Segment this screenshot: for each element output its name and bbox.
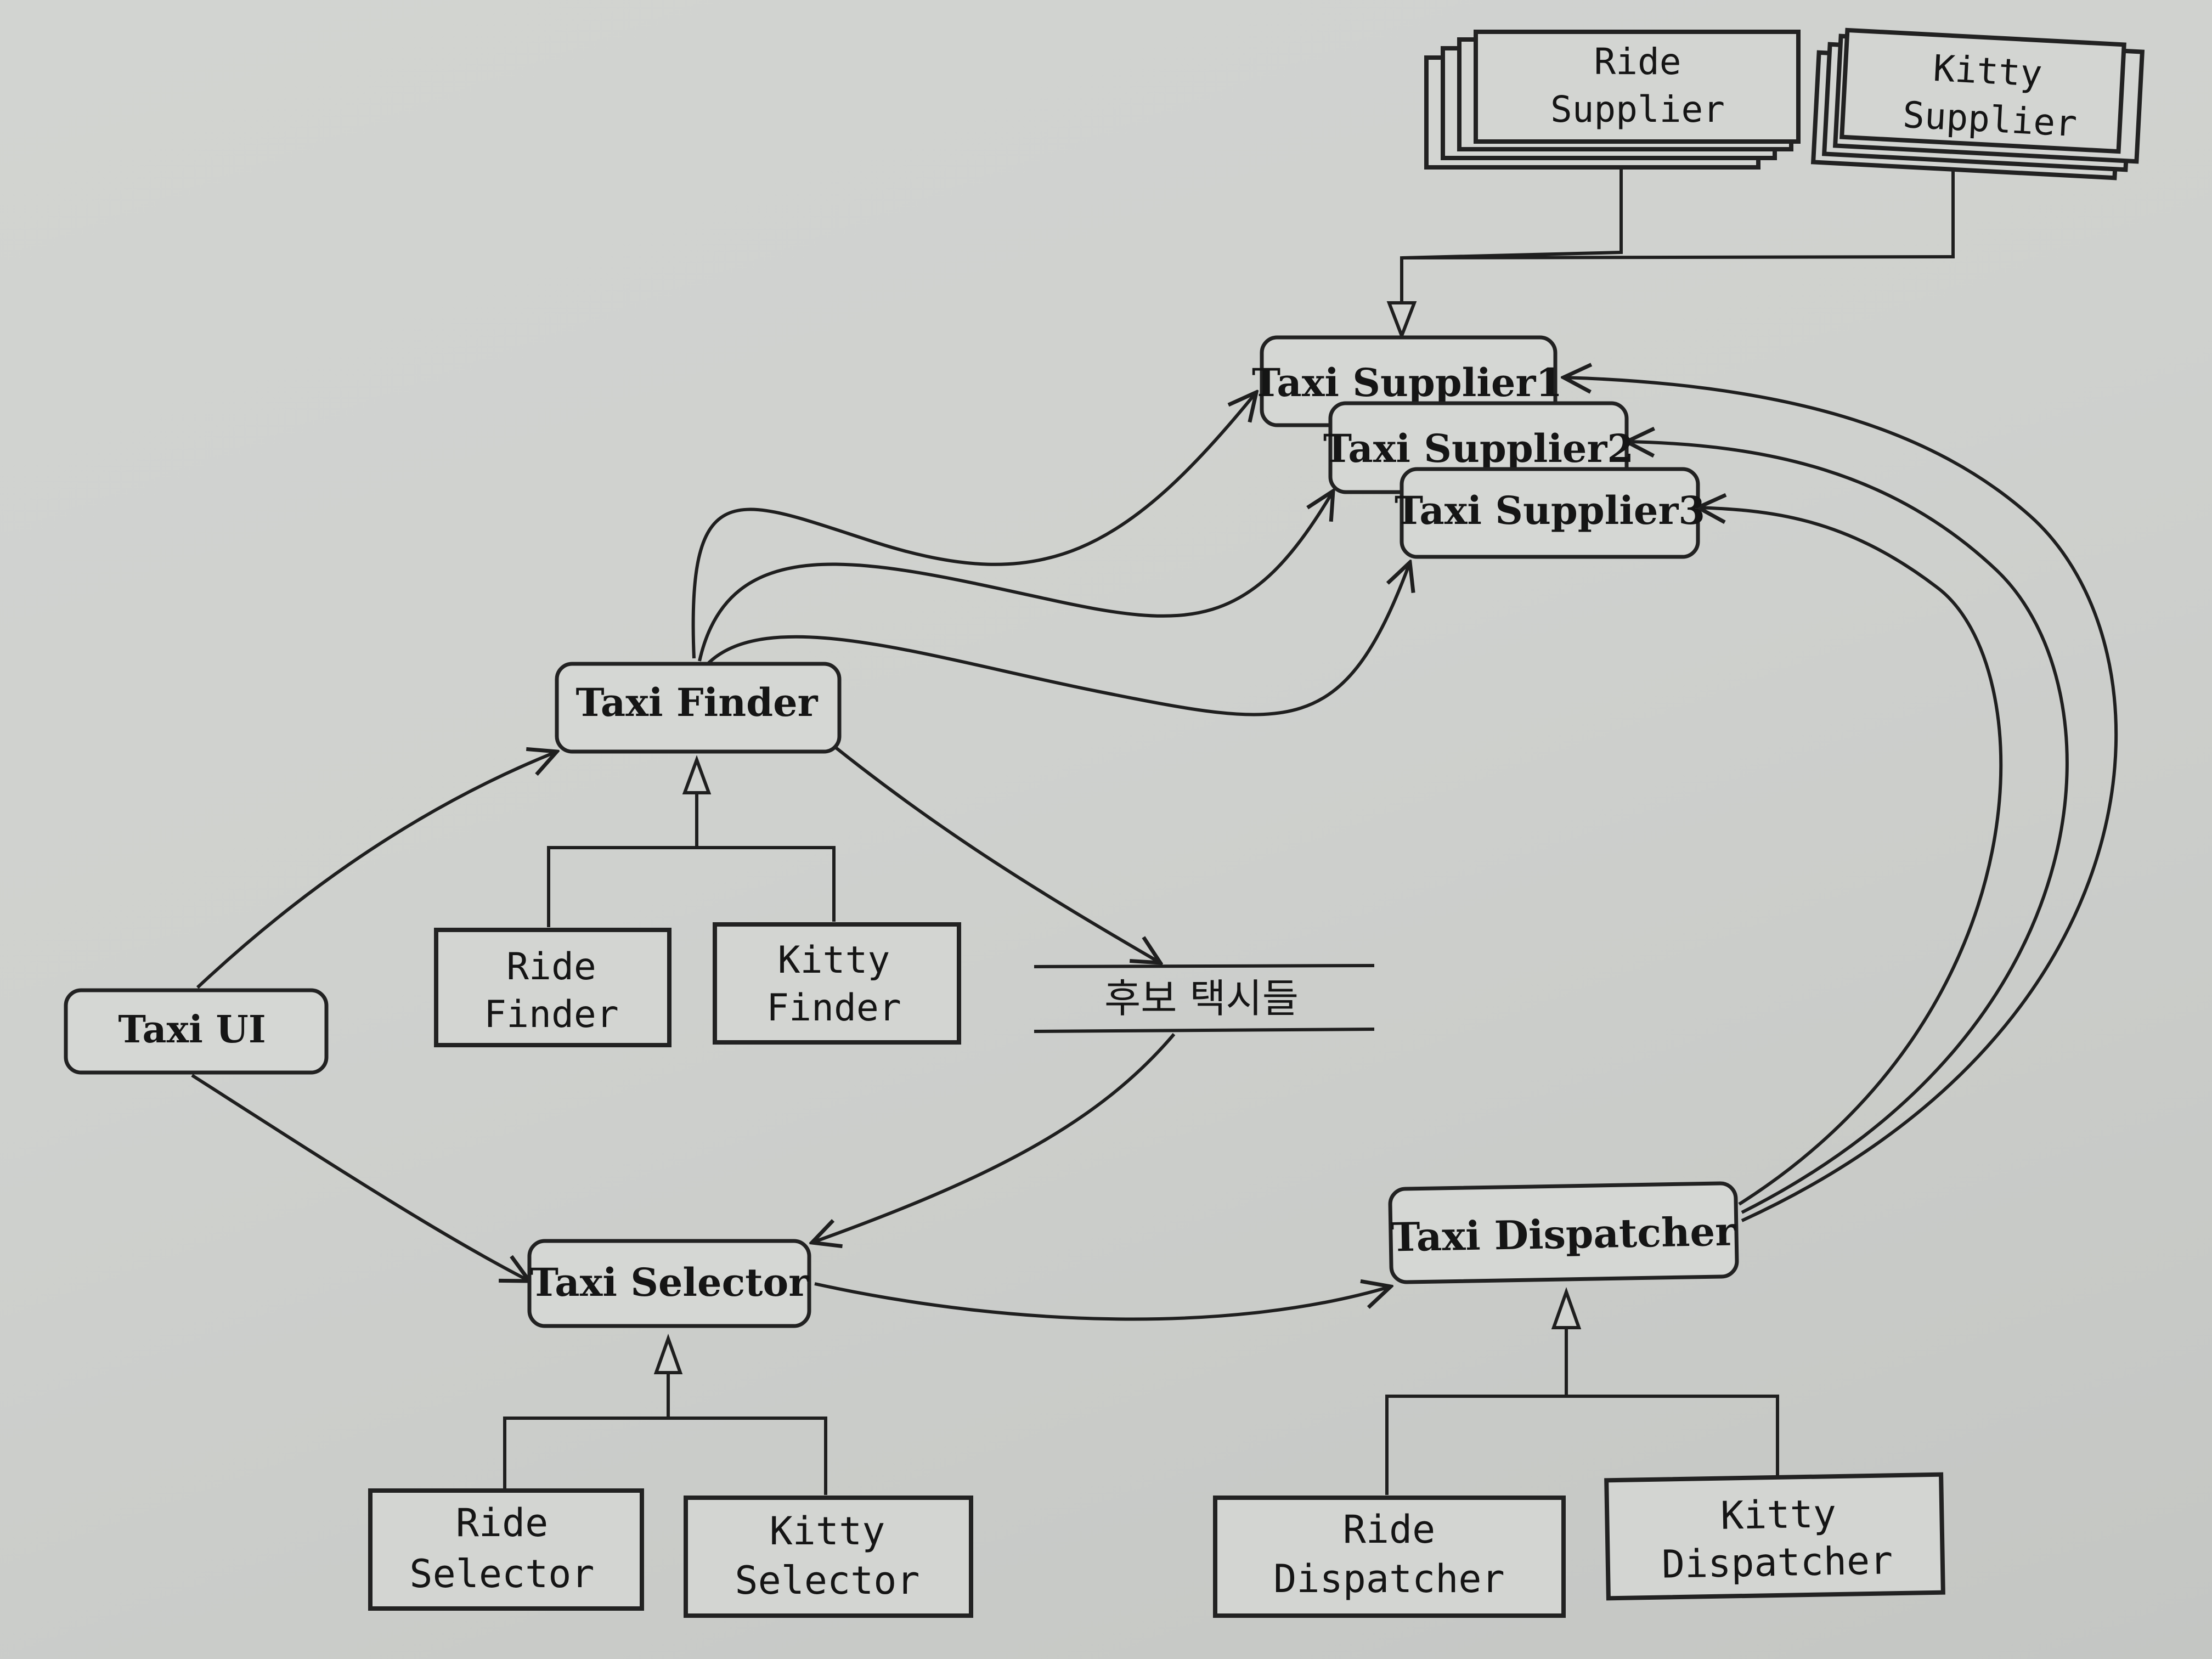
- candidate-taxis-store: 후보 택시들: [1034, 964, 1375, 1033]
- taxi-selector-label: Taxi Selector: [530, 1260, 809, 1305]
- candidates-to-selector-arrow: [812, 1033, 1176, 1243]
- finder-to-supplier3-arrow: [706, 562, 1410, 716]
- kitty-dispatcher-label-line2: Dispatcher: [1661, 1538, 1893, 1587]
- dispatcher-inheritance-lines: [1385, 1328, 1779, 1495]
- kitty-finder-label-line1: Kitty: [778, 939, 890, 982]
- connectors: [191, 162, 2118, 1495]
- kitty-supplier-stack: Kitty Supplier: [1810, 27, 2145, 180]
- kitty-selector: Kitty Selector: [684, 1496, 973, 1618]
- ride-supplier-stack: Ride Supplier: [1424, 30, 1801, 170]
- ui-to-selector-arrow: [191, 1074, 529, 1281]
- kitty-selector-label-line1: Kitty: [770, 1509, 885, 1554]
- taxi-finder-label: Taxi Finder: [576, 680, 819, 725]
- ride-selector: Ride Selector: [368, 1488, 644, 1611]
- taxi-selector: Taxi Selector: [527, 1239, 811, 1328]
- ride-finder: Ride Finder: [434, 928, 672, 1047]
- kitty-finder-label-line2: Finder: [766, 986, 901, 1030]
- kitty-supplier-label-line2: Supplier: [1901, 94, 2078, 145]
- taxi-dispatcher: Taxi Dispatcher: [1388, 1181, 1739, 1284]
- ride-dispatcher-label-line2: Dispatcher: [1273, 1556, 1504, 1601]
- ride-supplier-label-line2: Supplier: [1550, 88, 1725, 131]
- dispatcher-to-supplier1-arrow: [1564, 377, 2118, 1222]
- ride-dispatcher: Ride Dispatcher: [1213, 1496, 1566, 1618]
- supplier-inheritance-lines: [1400, 162, 1955, 318]
- kitty-dispatcher: Kitty Dispatcher: [1604, 1472, 1945, 1601]
- taxi-ui-label: Taxi UI: [118, 1008, 266, 1052]
- dispatcher-inheritance-arrowhead: [1551, 1287, 1582, 1329]
- ride-finder-label-line2: Finder: [484, 993, 619, 1036]
- ui-to-finder-arrow: [196, 752, 557, 989]
- taxi-finder: Taxi Finder: [555, 662, 842, 754]
- candidate-taxis-label: 후보 택시들: [1104, 975, 1299, 1022]
- taxi-dispatcher-label: Taxi Dispatcher: [1390, 1208, 1737, 1261]
- selector-inheritance-lines: [503, 1372, 827, 1495]
- finder-inheritance-arrowhead: [682, 755, 712, 794]
- selector-inheritance-arrowhead: [653, 1334, 683, 1374]
- ride-dispatcher-label-line1: Ride: [1343, 1507, 1436, 1552]
- dispatcher-to-supplier3-arrow: [1698, 507, 2003, 1206]
- kitty-finder: Kitty Finder: [713, 922, 961, 1045]
- kitty-supplier-label-line1: Kitty: [1932, 47, 2043, 95]
- taxi-supplier-2-label: Taxi Supplier2: [1323, 426, 1634, 471]
- ride-finder-label-line1: Ride: [506, 945, 596, 989]
- ride-supplier-label-line1: Ride: [1594, 41, 1681, 83]
- finder-inheritance-lines: [547, 779, 836, 927]
- finder-to-candidates-arrow: [833, 744, 1160, 963]
- supplier-inheritance-arrowhead: [1386, 301, 1417, 341]
- taxi-ui: Taxi UI: [64, 988, 329, 1075]
- dispatcher-to-supplier2-arrow: [1627, 442, 2069, 1214]
- taxi-supplier-1-label: Taxi Supplier1: [1252, 360, 1562, 405]
- selector-to-dispatcher-arrow: [814, 1284, 1391, 1321]
- taxi-supplier-3-label: Taxi Supplier3: [1395, 488, 1705, 533]
- ride-selector-label-line2: Selector: [409, 1551, 594, 1596]
- ride-selector-label-line1: Ride: [456, 1500, 549, 1545]
- finder-to-supplier2-arrow: [698, 491, 1333, 662]
- taxi-supplier-3: Taxi Supplier3: [1395, 467, 1705, 559]
- finder-to-supplier1-arrow: [691, 392, 1256, 659]
- kitty-selector-label-line2: Selector: [735, 1558, 919, 1603]
- kitty-dispatcher-label-line1: Kitty: [1720, 1491, 1837, 1538]
